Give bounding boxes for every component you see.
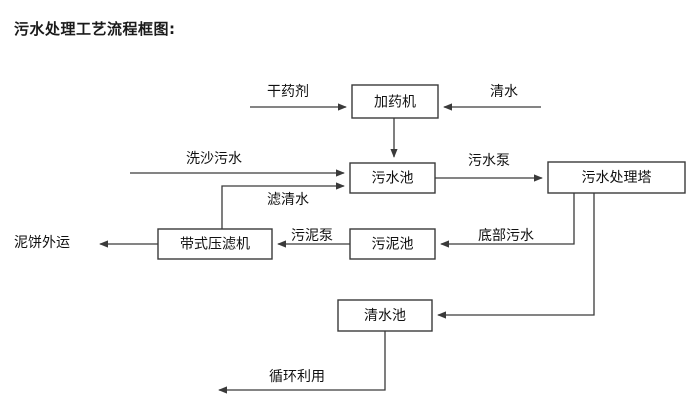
node-clear-pool[interactable]: 清水池 (337, 299, 433, 332)
node-box-sludge-pool (349, 228, 436, 260)
node-label-sludge-pool: 污泥池 (372, 237, 414, 253)
node-sludge-pool[interactable]: 污泥池 (349, 228, 436, 260)
terminal-label-mud-cake-out: 泥饼外运 (14, 235, 70, 251)
node-label-sewage-pool: 污水池 (372, 171, 414, 187)
node-sewage-pool[interactable]: 污水池 (349, 162, 436, 194)
node-label-clear-pool: 清水池 (364, 308, 406, 324)
node-belt-press[interactable]: 带式压滤机 (157, 228, 273, 260)
edge-clear-pool-to-recycle (218, 331, 386, 394)
node-box-clear-pool (337, 299, 433, 332)
edge-label-filtrate: 滤清水 (267, 192, 309, 208)
node-box-dosing-machine (351, 84, 439, 119)
node-label-belt-press: 带式压滤机 (180, 237, 250, 253)
edge-filtrate-to-sewage-pool (221, 182, 345, 229)
edge-label-sewage-pump: 污水泵 (468, 153, 510, 169)
edge-treatment-tower-to-clear-pool (437, 193, 595, 319)
node-dosing-machine[interactable]: 加药机 (351, 84, 439, 119)
edge-label-sand-wash-sewage: 洗沙污水 (186, 151, 242, 167)
node-box-belt-press (157, 228, 273, 260)
node-box-sewage-pool (349, 162, 436, 194)
edge-label-clean-water: 清水 (490, 84, 518, 100)
node-label-treatment-tower: 污水处理塔 (582, 170, 652, 186)
page-title: 污水处理工艺流程框图: (14, 20, 176, 38)
edge-label-bottom-sewage: 底部污水 (478, 228, 534, 244)
node-box-treatment-tower (547, 161, 686, 194)
edge-label-dry-chemical: 干药剂 (267, 84, 309, 100)
node-label-dosing-machine: 加药机 (374, 95, 416, 111)
node-treatment-tower[interactable]: 污水处理塔 (547, 161, 686, 194)
edge-treatment-tower-to-sludge-pool (440, 193, 575, 248)
edge-label-recycle: 循环利用 (269, 369, 325, 385)
edge-label-sludge-pump: 污泥泵 (291, 228, 333, 244)
